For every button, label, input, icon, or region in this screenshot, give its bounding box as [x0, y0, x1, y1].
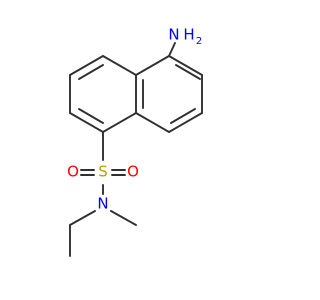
bond — [69, 112, 104, 133]
structure-diagram: N H 2 S O O N — [67, 26, 203, 257]
atom-label-layer: N H 2 S O O N — [67, 26, 202, 213]
amino-hydrogen-label: H — [183, 26, 194, 44]
amino-nitrogen-label: N — [168, 26, 179, 44]
bond — [69, 210, 96, 226]
amino-hydrogen-count: 2 — [196, 36, 202, 47]
sulfonamide-nitrogen-label: N — [97, 195, 108, 213]
bond — [102, 55, 137, 76]
bond — [102, 112, 137, 133]
bond — [69, 55, 104, 76]
molecule-canvas: N H 2 S O O N — [67, 25, 203, 257]
bond — [135, 55, 170, 76]
bond — [175, 64, 201, 80]
bond — [78, 108, 104, 124]
bond — [135, 112, 170, 133]
bond — [170, 108, 196, 124]
bond — [168, 112, 203, 133]
sulfur-label: S — [98, 163, 108, 181]
bond — [78, 64, 104, 80]
bond — [168, 55, 203, 76]
bond — [110, 210, 137, 226]
bond — [168, 42, 176, 57]
bond-layer — [69, 42, 203, 257]
oxygen-label-right: O — [127, 163, 139, 181]
oxygen-label-left: O — [67, 163, 79, 181]
